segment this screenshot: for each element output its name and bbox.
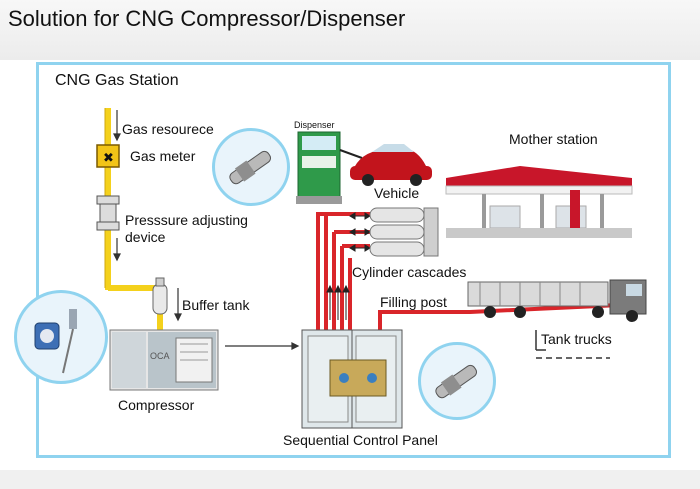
dispenser-icon [296, 131, 342, 204]
cylinder-cascades-icon [369, 207, 439, 257]
label-sequential-control-panel: Sequential Control Panel [283, 432, 438, 448]
label-pressure-adjusting-1: Presssure adjusting [125, 212, 248, 228]
label-vehicle: Vehicle [374, 185, 420, 201]
transmitter-icon [34, 309, 77, 374]
label-filling-post: Filling post [380, 294, 447, 310]
label-gas-meter: Gas meter [130, 148, 196, 164]
label-tank-trucks: Tank trucks [541, 331, 612, 347]
page-title: Solution for CNG Compressor/Dispenser [8, 6, 406, 31]
label-gas-resource: Gas resourece [122, 121, 214, 137]
sensor-circle-left [14, 290, 108, 384]
svg-text:✖: ✖ [103, 151, 114, 166]
pressure-sensor-icon [229, 150, 271, 185]
pressure-device-icon [96, 195, 120, 231]
label-cylinder-cascades: Cylinder cascades [352, 264, 467, 280]
header-band [0, 0, 700, 60]
station-title: CNG Gas Station [55, 72, 179, 89]
flow-arrows [113, 110, 300, 350]
gas-meter-icon: ✖ [96, 144, 120, 168]
tank-trucks-bracket [535, 330, 610, 359]
label-compressor: Compressor [118, 397, 195, 413]
pressure-sensor-icon [435, 364, 477, 399]
control-panel-icon [301, 329, 403, 429]
filling-line-arrows [326, 212, 371, 320]
compressor-nameplate: OCA [150, 351, 170, 361]
mother-station-icon [445, 166, 633, 238]
label-buffer-tank: Buffer tank [182, 297, 250, 313]
label-pressure-adjusting-2: device [125, 229, 166, 245]
compressor-icon [109, 329, 219, 391]
label-mother-station: Mother station [509, 131, 598, 147]
filling-lines [316, 212, 641, 330]
sensor-circle-bottom [418, 342, 496, 420]
footer-band [0, 470, 700, 489]
label-dispenser: Dispenser [294, 120, 335, 130]
dispenser-hose [339, 149, 363, 159]
sensor-circle-top [212, 128, 290, 206]
vehicle-icon [350, 144, 432, 186]
tank-truck-icon [467, 279, 647, 322]
buffer-tank-icon [152, 277, 168, 315]
